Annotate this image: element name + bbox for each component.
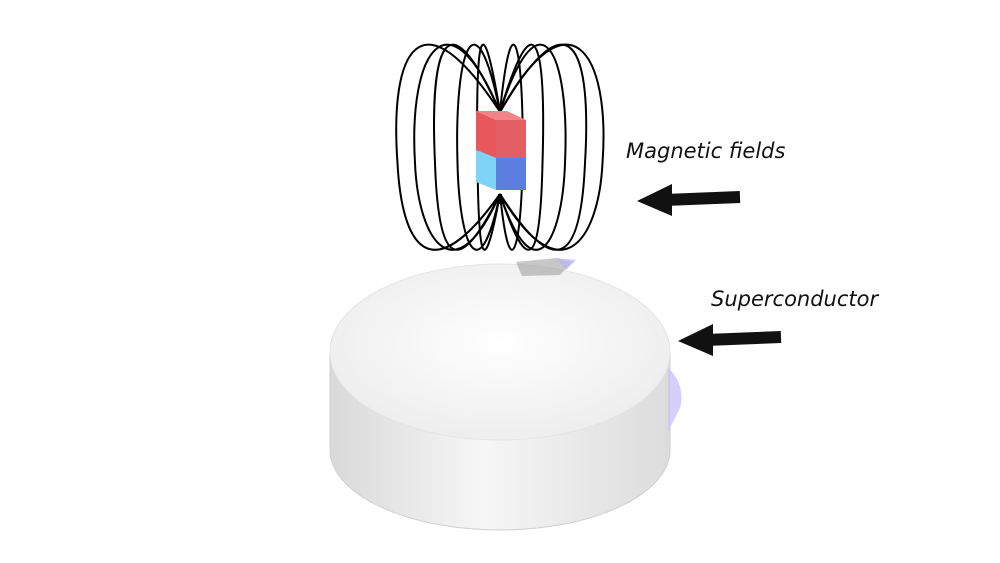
shadow-blue-tint [556, 258, 576, 270]
arrow-superconductor [678, 324, 782, 356]
arrow-magnetic-fields [637, 184, 741, 216]
disk-blue-tint [668, 368, 682, 432]
magnet-south-side [496, 158, 526, 190]
magnet-north-side [496, 120, 526, 158]
field-line-6 [499, 43, 567, 251]
magnetic-field-lines [395, 43, 605, 251]
field-line-3 [456, 43, 501, 251]
magnet-north-front [476, 111, 496, 158]
field-line-10 [499, 43, 605, 251]
magnet-south-front [476, 150, 496, 190]
magnet-cube [476, 111, 526, 190]
superconductor-disk [329, 258, 682, 531]
field-line-4 [499, 43, 545, 251]
field-line-7 [413, 43, 501, 251]
magnetic-fields-label: Magnetic fields [626, 139, 786, 163]
magnet-shadow [516, 258, 572, 276]
disk-top-face [329, 263, 671, 441]
magnet-north-top [476, 111, 526, 120]
field-line-9 [395, 43, 501, 251]
superconductor-label: Superconductor [711, 287, 879, 311]
